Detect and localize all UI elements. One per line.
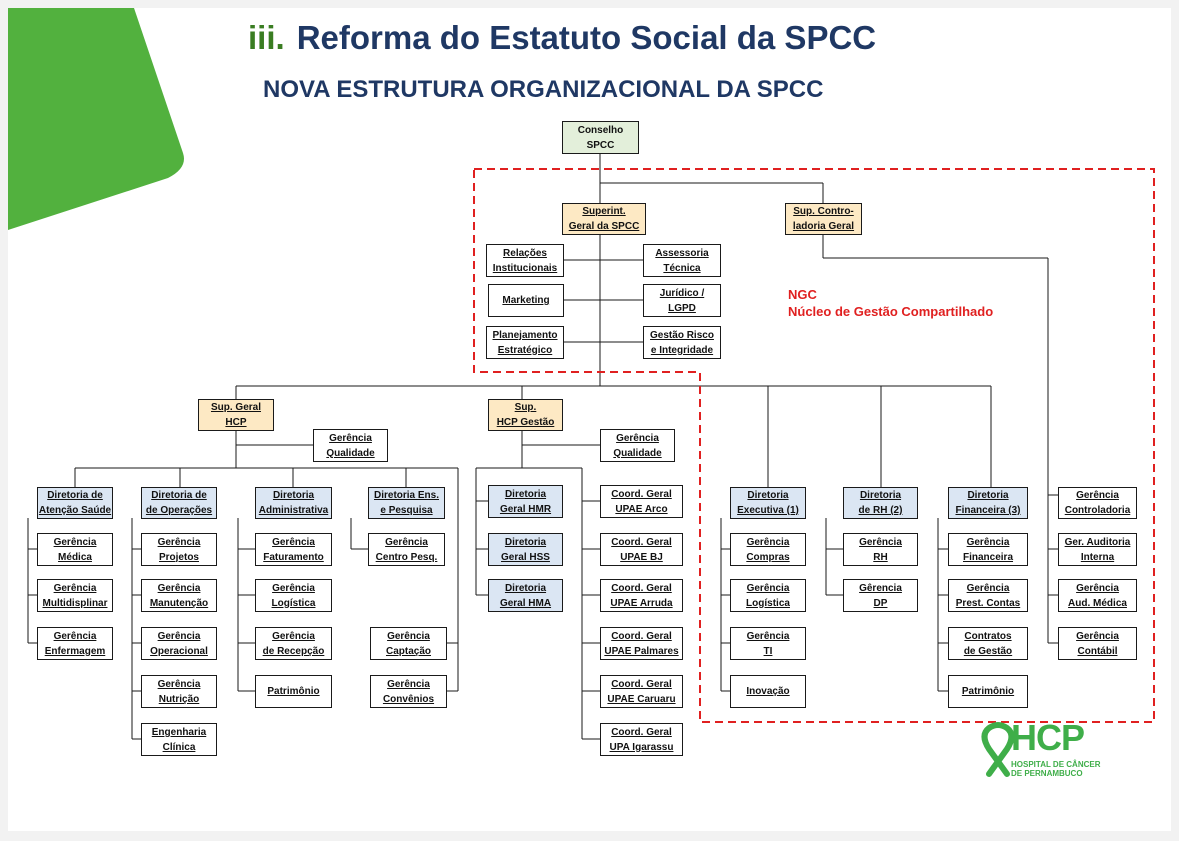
box-gerencia-logistica-adm: Gerência Logística — [255, 579, 332, 612]
box-diretoria-rh: Diretoria de RH (2) — [843, 487, 918, 519]
box-superint-geral: Superint. Geral da SPCC — [562, 203, 646, 235]
box-gestao-risco: Gestão Risco e Integridade — [643, 326, 721, 359]
box-gerencia-multidisplinar: Gerência Multidisplinar — [37, 579, 113, 612]
box-patrimonio-adm: Patrimônio — [255, 675, 332, 708]
title-text: Reforma do Estatuto Social da SPCC — [296, 19, 877, 56]
box-sup-geral-hcp: Sup. Geral HCP — [198, 399, 274, 431]
title-roman-numeral: iii. — [248, 19, 285, 56]
box-planejamento-estrategico: Planejamento Estratégico — [486, 326, 564, 359]
box-gerencia-ti: Gerência TI — [730, 627, 806, 660]
ngc-label: NGC Núcleo de Gestão Compartilhado — [788, 286, 993, 320]
box-gerencia-medica: Gerência Médica — [37, 533, 113, 566]
box-gerencia-faturamento: Gerência Faturamento — [255, 533, 332, 566]
box-ger-auditoria-interna: Ger. Auditoria Interna — [1058, 533, 1137, 566]
box-diretoria-ensino-pesquisa: Diretoria Ens. e Pesquisa — [368, 487, 445, 519]
box-gerencia-operacional: Gerência Operacional — [141, 627, 217, 660]
box-gerencia-financeira: Gerência Financeira — [948, 533, 1028, 566]
box-assessoria-tecnica: Assessoria Técnica — [643, 244, 721, 277]
box-gerencia-centro-pesquisa: Gerência Centro Pesq. — [368, 533, 445, 566]
box-coord-upae-bj: Coord. Geral UPAE BJ — [600, 533, 683, 566]
org-chart-lines — [8, 8, 1155, 777]
box-gerencia-nutricao: Gerência Nutrição — [141, 675, 217, 708]
box-sup-hcp-gestao: Sup. HCP Gestão — [488, 399, 563, 431]
box-gerencia-qualidade-hcp: Gerência Qualidade — [313, 429, 388, 462]
box-diretoria-geral-hss: Diretoria Geral HSS — [488, 533, 563, 566]
box-gerencia-enfermagem: Gerência Enfermagem — [37, 627, 113, 660]
ngc-abbreviation: NGC — [788, 287, 817, 302]
hcp-logo-text: HCP — [1011, 717, 1085, 758]
box-coord-upa-igarassu: Coord. Geral UPA Igarassu — [600, 723, 683, 756]
box-gerencia-captacao: Gerência Captação — [370, 627, 447, 660]
box-inovacao: Inovação — [730, 675, 806, 708]
box-gerencia-dp: Gêrencia DP — [843, 579, 918, 612]
box-diretoria-geral-hmr: Diretoria Geral HMR — [488, 485, 563, 518]
box-engenharia-clinica: Engenharia Clínica — [141, 723, 217, 756]
awareness-ribbon-icon — [981, 722, 1015, 777]
box-coord-upae-arruda: Coord. Geral UPAE Arruda — [600, 579, 683, 612]
box-marketing: Marketing — [488, 284, 564, 317]
box-gerencia-manutencao: Gerência Manutenção — [141, 579, 217, 612]
box-gerencia-logistica-exec: Gerência Logística — [730, 579, 806, 612]
box-gerencia-aud-medica: Gerência Aud. Médica — [1058, 579, 1137, 612]
box-diretoria-executiva: Diretoria Executiva (1) — [730, 487, 806, 519]
box-coord-upae-caruaru: Coord. Geral UPAE Caruaru — [600, 675, 683, 708]
box-coord-upae-arco: Coord. Geral UPAE Arco — [600, 485, 683, 518]
page-title: iii. Reforma do Estatuto Social da SPCC — [248, 19, 876, 57]
green-corner-shape — [8, 8, 184, 230]
page-subtitle: NOVA ESTRUTURA ORGANIZACIONAL DA SPCC — [263, 76, 824, 103]
box-juridico-lgpd: Jurídico / LGPD — [643, 284, 721, 317]
box-gerencia-controladoria: Gerência Controladoria — [1058, 487, 1137, 519]
hcp-logo-line2: DE PERNAMBUCO — [1011, 769, 1083, 778]
box-gerencia-rh: Gerência RH — [843, 533, 918, 566]
box-gerencia-convenios: Gerência Convênios — [370, 675, 447, 708]
box-sup-controladoria: Sup. Contro- ladoria Geral — [785, 203, 862, 235]
box-diretoria-atencao-saude: Diretoria de Atenção Saúde — [37, 487, 113, 519]
box-diretoria-financeira: Diretoria Financeira (3) — [948, 487, 1028, 519]
box-conselho-spcc: Conselho SPCC — [562, 121, 639, 154]
box-diretoria-geral-hma: Diretoria Geral HMA — [488, 579, 563, 612]
box-gerencia-recepcao: Gerência de Recepção — [255, 627, 332, 660]
slide: iii. Reforma do Estatuto Social da SPCC N… — [8, 8, 1171, 831]
box-relacoes-institucionais: Relações Institucionais — [486, 244, 564, 277]
box-gerencia-prest-contas: Gerência Prest. Contas — [948, 579, 1028, 612]
box-gerencia-qualidade-gestao: Gerência Qualidade — [600, 429, 675, 462]
ngc-full-name: Núcleo de Gestão Compartilhado — [788, 304, 994, 319]
box-gerencia-contabil: Gerência Contábil — [1058, 627, 1137, 660]
box-patrimonio-fin: Patrimônio — [948, 675, 1028, 708]
box-coord-upae-palmares: Coord. Geral UPAE Palmares — [600, 627, 683, 660]
connectors — [27, 153, 1058, 740]
hcp-logo-subtitle: HOSPITAL DE CÂNCER DE PERNAMBUCO — [1011, 760, 1101, 778]
box-diretoria-administrativa: Diretoria Administrativa — [255, 487, 332, 519]
box-gerencia-compras: Gerência Compras — [730, 533, 806, 566]
hcp-logo-line1: HOSPITAL DE CÂNCER — [1011, 760, 1101, 769]
box-gerencia-projetos: Gerência Projetos — [141, 533, 217, 566]
box-contratos-gestao: Contratos de Gestão — [948, 627, 1028, 660]
ngc-dashed-boundary — [473, 168, 1155, 723]
box-diretoria-operacoes: Diretoria de de Operações — [141, 487, 217, 519]
